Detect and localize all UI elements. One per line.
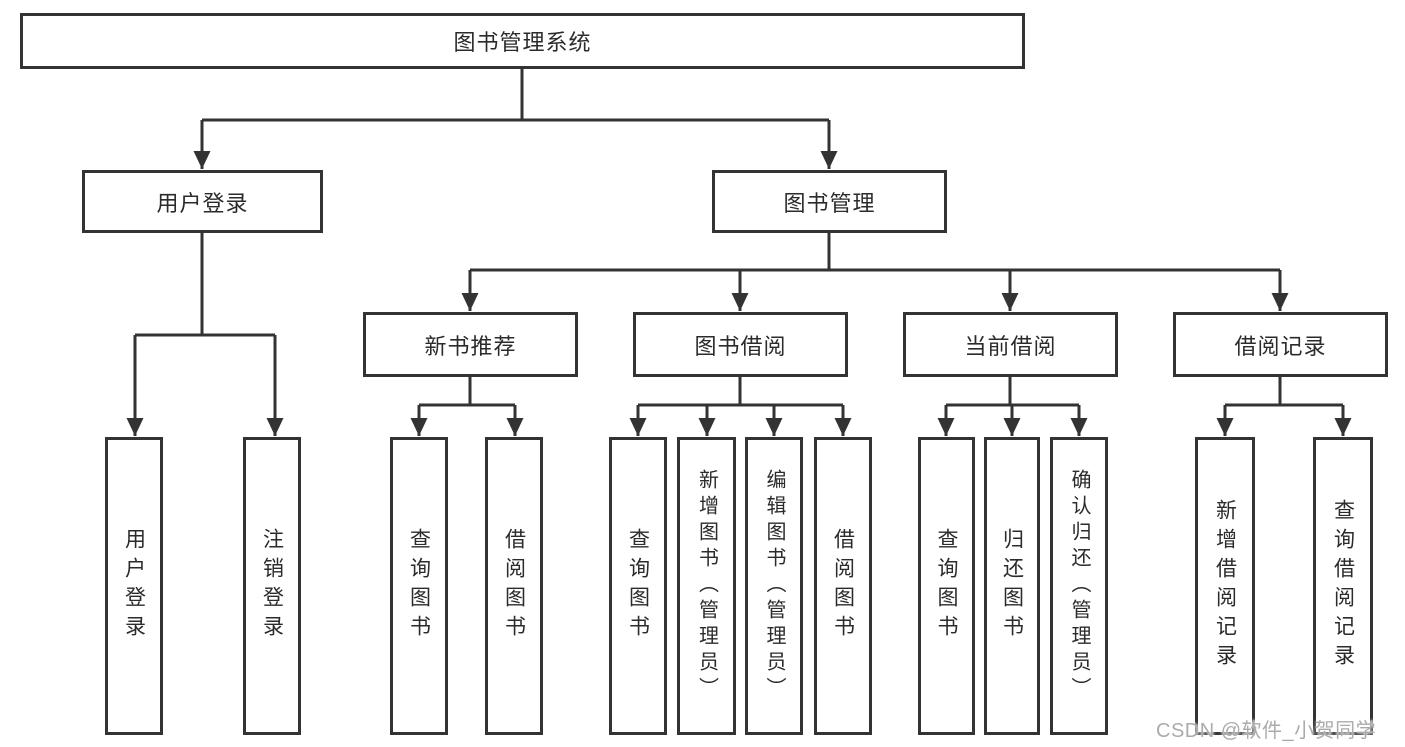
leaf-query-book-recommend: 查询图书 — [390, 437, 448, 735]
connector-rails — [135, 69, 1343, 407]
leaf-logout: 注销登录 — [243, 437, 301, 735]
node-book-management: 图书管理 — [712, 170, 947, 233]
leaf-add-book-admin: 新增图书（管理员） — [677, 437, 736, 735]
leaf-query-book-current: 查询图书 — [918, 437, 975, 735]
arrows-level2 — [193, 120, 838, 169]
node-book-borrow: 图书借阅 — [633, 312, 848, 377]
leaf-add-borrow-record: 新增借阅记录 — [1195, 437, 1255, 735]
node-user-login: 用户登录 — [82, 170, 323, 233]
leaf-query-book-borrow: 查询图书 — [609, 437, 667, 735]
node-current-borrow: 当前借阅 — [903, 312, 1118, 377]
leaf-query-borrow-record: 查询借阅记录 — [1313, 437, 1373, 735]
csdn-watermark: CSDN @软件_小贺同学 — [1156, 720, 1377, 742]
leaf-borrow-book-recommend: 借阅图书 — [485, 437, 543, 735]
leaf-user-login: 用户登录 — [105, 437, 163, 735]
leaf-return-book: 归还图书 — [984, 437, 1040, 735]
node-new-book-recommend: 新书推荐 — [363, 312, 578, 377]
arrows-leaves — [126, 335, 1352, 436]
node-borrow-records: 借阅记录 — [1173, 312, 1388, 377]
leaf-edit-book-admin: 编辑图书（管理员） — [745, 437, 803, 735]
arrows-level3 — [461, 270, 1289, 311]
node-library-management-system: 图书管理系统 — [20, 13, 1025, 69]
leaf-confirm-return-admin: 确认归还（管理员） — [1050, 437, 1108, 735]
leaf-borrow-book: 借阅图书 — [814, 437, 872, 735]
